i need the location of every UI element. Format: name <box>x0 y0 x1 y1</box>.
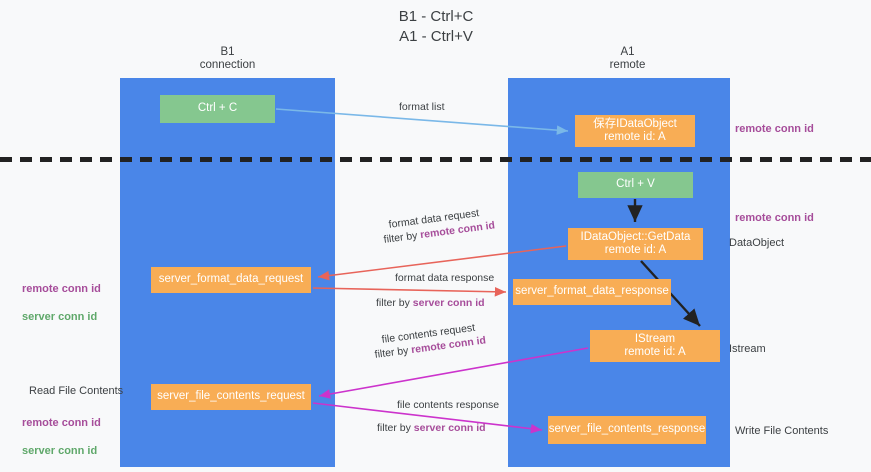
phase-divider <box>0 157 871 162</box>
node-save-idataobject[interactable]: 保存IDataObject remote id: A <box>575 115 695 147</box>
node-server-format-data-request[interactable]: server_format_data_request <box>151 267 311 293</box>
annotation-right-remote-conn-id-top: remote conn id <box>735 123 814 135</box>
node-server-file-contents-request[interactable]: server_file_contents_request <box>151 384 311 410</box>
filter-prefix: filter by <box>376 297 413 309</box>
annotation-remote-conn-id: remote conn id <box>22 417 101 429</box>
annotation-left-read-file-contents: Read File Contents <box>29 385 124 397</box>
annotation-right-istream: Istream <box>729 343 766 355</box>
annotation-remote-conn-id: remote conn id <box>22 283 101 295</box>
filter-key: server conn id <box>413 422 486 434</box>
node-ctrl-v[interactable]: Ctrl + V <box>578 172 693 198</box>
swimlane-header-b1: B1 connection <box>199 46 256 71</box>
swimlane-header-a1: A1 remote <box>609 46 646 71</box>
edge-label-file-contents-response: file contents response <box>397 399 500 411</box>
node-server-file-contents-response[interactable]: server_file_contents_response <box>548 416 706 444</box>
edge-label-filter-server-conn-id-1: filter by server conn id <box>376 297 485 310</box>
diagram-title: B1 - Ctrl+C A1 - Ctrl+V <box>398 8 474 45</box>
filter-key: server conn id <box>412 297 485 309</box>
annotation-server-conn-id: server conn id <box>22 445 98 457</box>
filter-prefix: filter by <box>377 422 414 434</box>
node-server-format-data-response[interactable]: server_format_data_response <box>513 279 671 305</box>
annotation-server-conn-id: server conn id <box>22 311 98 323</box>
annotation-left-conn-ids-bottom: remote conn id server conn id <box>22 402 101 472</box>
node-istream[interactable]: IStream remote id: A <box>590 330 720 362</box>
annotation-left-conn-ids-mid: remote conn id server conn id <box>22 268 101 338</box>
edge-label-format-list: format list <box>399 101 445 113</box>
annotation-right-dataobject: DataObject <box>729 237 785 249</box>
annotation-right-remote-conn-id-mid: remote conn id <box>735 212 814 224</box>
edge-label-format-data-response: format data response <box>395 272 495 284</box>
edge-label-filter-server-conn-id-2: filter by server conn id <box>377 422 486 435</box>
arrow-format-data-response <box>312 286 507 297</box>
annotation-right-write-file-contents: Write File Contents <box>735 425 829 437</box>
node-ctrl-c[interactable]: Ctrl + C <box>160 95 275 123</box>
node-idataobject-getdata[interactable]: IDataObject::GetData remote id: A <box>568 228 703 260</box>
filter-prefix: filter by <box>374 344 413 361</box>
